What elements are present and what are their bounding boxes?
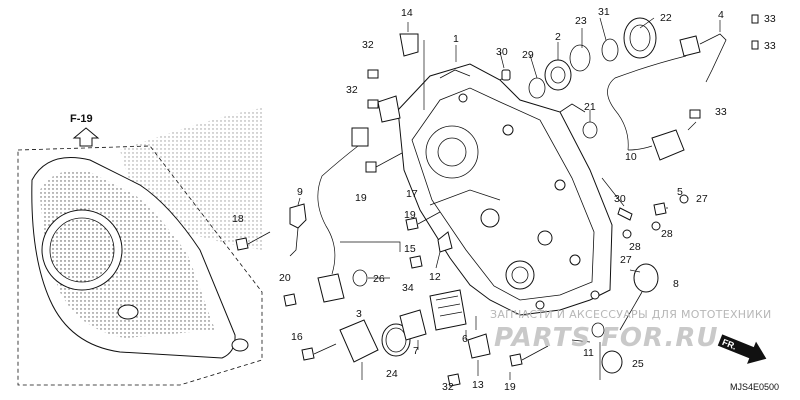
part-label[interactable]: 27 [620, 254, 632, 266]
part-label[interactable]: 8 [673, 278, 679, 290]
part-label[interactable]: 25 [632, 358, 644, 370]
part-label[interactable]: 29 [522, 49, 534, 61]
part-label[interactable]: 1 [453, 33, 459, 45]
part-label[interactable]: 3 [356, 308, 362, 320]
part-label[interactable]: 26 [373, 273, 385, 285]
part-label[interactable]: 33 [715, 106, 727, 118]
part-label[interactable]: 33 [764, 13, 776, 25]
part-label[interactable]: 16 [291, 331, 303, 343]
part-label[interactable]: 32 [442, 381, 454, 393]
part-label[interactable]: 24 [386, 368, 398, 380]
part-label[interactable]: 32 [346, 84, 358, 96]
part-label[interactable]: 11 [583, 347, 594, 359]
part-label[interactable]: 20 [279, 272, 291, 284]
part-label[interactable]: 31 [598, 6, 610, 18]
part-label[interactable]: 22 [660, 12, 672, 24]
reference-label: F-19 [70, 113, 93, 125]
lower-parts [339, 263, 659, 374]
engine-cover-small-boss [117, 304, 139, 320]
reference-f19[interactable]: F-19 [70, 113, 100, 147]
engine-cover-mount-boss [231, 338, 249, 352]
part-label[interactable]: 2 [555, 31, 561, 43]
part-label[interactable]: 15 [404, 243, 416, 255]
bolts [235, 69, 689, 387]
part-label[interactable]: 6 [462, 333, 468, 345]
reference-arrow-icon [72, 127, 100, 147]
left-sensor-harness [289, 33, 453, 303]
part-label[interactable]: 18 [232, 213, 244, 225]
part-label[interactable]: 34 [402, 282, 414, 294]
front-arrow-icon [717, 334, 767, 364]
front-direction-indicator: FR. [717, 334, 767, 364]
engine-cover-outline [17, 145, 263, 386]
watermark-logo: PARTS FOR.RU [494, 323, 719, 353]
part-label[interactable]: 28 [661, 228, 673, 240]
leader-lines [297, 17, 721, 380]
part-label[interactable]: 12 [429, 271, 441, 283]
part-label[interactable]: 33 [764, 40, 776, 52]
watermark-tagline: ЗАПЧАСТИ И АКСЕССУАРЫ ДЛЯ МОТОТЕХНИКИ [490, 308, 772, 321]
diagram-code: MJS4E0500 [730, 382, 779, 392]
part-label[interactable]: 23 [575, 15, 587, 27]
watermark: ЗАПЧАСТИ И АКСЕССУАРЫ ДЛЯ МОТОТЕХНИКИ PA… [490, 308, 772, 353]
part-label[interactable]: 19 [504, 381, 516, 393]
part-label[interactable]: 7 [413, 345, 419, 357]
part-label[interactable]: 4 [718, 9, 724, 21]
part-label[interactable]: 5 [677, 186, 683, 198]
upper-bearing-group [501, 17, 657, 139]
part-label[interactable]: 17 [406, 188, 418, 200]
part-label[interactable]: 10 [625, 151, 637, 163]
part-label[interactable]: 27 [696, 193, 708, 205]
part-label[interactable]: 14 [401, 7, 413, 19]
part-label[interactable]: 30 [614, 193, 626, 205]
part-label[interactable]: 28 [629, 241, 641, 253]
part-labels: 1 2 3 4 5 6 7 8 9 10 11 12 13 14 15 16 1… [232, 6, 776, 393]
part-label[interactable]: 30 [496, 46, 508, 58]
part-label[interactable]: 9 [297, 186, 303, 198]
part-label[interactable]: 21 [584, 101, 596, 113]
speed-sensor-harness [607, 14, 759, 161]
engine-cover-round-plate-inner [49, 217, 115, 283]
part-label[interactable]: 13 [472, 379, 484, 391]
part-label[interactable]: 19 [404, 209, 416, 221]
engine-cover-assembly [17, 108, 263, 386]
part-label[interactable]: 32 [362, 39, 374, 51]
part-label[interactable]: 19 [355, 192, 367, 204]
